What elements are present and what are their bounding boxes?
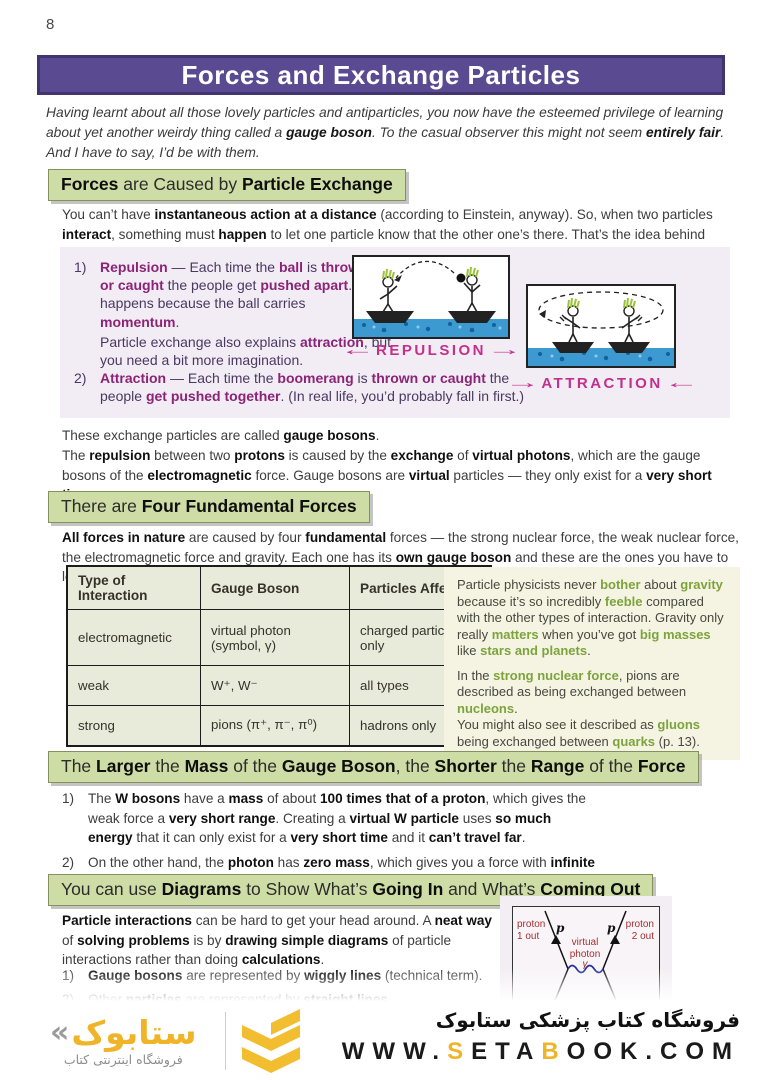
section-heading-forces-exchange: Forces are Caused by Particle Exchange — [48, 169, 406, 201]
list-item-number: 1) — [74, 259, 87, 275]
list-item-number: 2) — [62, 855, 75, 871]
arrow-right-icon: → — [486, 340, 523, 359]
list-item-text: On the other hand, the photon has zero m… — [88, 855, 595, 890]
table-header-cell: Type of Interaction — [66, 565, 201, 610]
table-header-cell: Gauge Boson — [200, 565, 350, 610]
table-row: electromagnetic virtual photon (symbol, … — [66, 609, 492, 666]
attraction-cartoon-image — [526, 284, 676, 368]
diagram-label: virtual — [572, 937, 599, 948]
table-cell: electromagnetic — [66, 609, 201, 666]
table-row: strong pions (π⁺, π⁻, π⁰) hadrons only — [66, 705, 492, 746]
repulsion-label: ← REPULSION → — [339, 340, 523, 359]
footer: « ستابوک فروشگاه اینترنتی کتاب فروشگاه ک… — [0, 1003, 764, 1080]
list-item-repulsion: 1) Repulsion — Each time the ball is thr… — [74, 258, 376, 331]
list-item-number: 1) — [62, 968, 75, 983]
attraction-figure — [526, 284, 676, 373]
diagram-label: p — [607, 921, 616, 935]
chapter-banner: Forces and Exchange Particles — [37, 55, 725, 95]
exchange-examples-box: 1) Repulsion — Each time the ball is thr… — [60, 247, 730, 418]
side-note-paragraph: Particle physicists never bother about g… — [457, 577, 724, 658]
table-cell: W⁺, W⁻ — [200, 665, 350, 706]
body-paragraph: These exchange particles are called gaug… — [62, 428, 380, 443]
diagram-label: 2 out — [632, 931, 654, 942]
list-item-text: Attraction — Each time the boomerang is … — [100, 370, 525, 405]
mass-range-list: 1) The W bosons have a mass of about 100… — [62, 789, 622, 893]
list-item-attraction: 2) Attraction — Each time the boomerang … — [74, 369, 542, 405]
repulsion-cartoon-image — [352, 255, 510, 339]
logo-tagline: فروشگاه اینترنتی کتاب — [63, 1052, 183, 1068]
intro-paragraph: Having learnt about all those lovely par… — [46, 105, 725, 161]
list-item-text: Repulsion — Each time the ball is thrown… — [100, 259, 368, 330]
guillemet-icon: « — [50, 1015, 70, 1051]
page-number: 8 — [46, 16, 55, 33]
diagram-label: proton — [517, 919, 545, 930]
list-item: 1) Gauge bosons are represented by wiggl… — [62, 966, 532, 986]
logo-wordmark: « ستابوک — [50, 1012, 197, 1052]
diagram-label: γ — [583, 959, 589, 970]
table-row: weak W⁺, W⁻ all types — [66, 665, 492, 706]
table-cell: virtual photon (symbol, γ) — [200, 609, 350, 666]
diagram-label: photon — [570, 949, 601, 960]
store-title: فروشگاه کتاب پزشکی ستابوک — [435, 1008, 740, 1032]
gravity-side-note: Particle physicists never bother about g… — [444, 567, 740, 760]
chevron-emblem-icon — [241, 1009, 300, 1073]
diagram-label: p — [556, 921, 565, 935]
website-url: WWW.SETABOOK.COM — [341, 1038, 740, 1065]
section-heading-fundamental-forces: There are Four Fundamental Forces — [48, 491, 370, 523]
list-item-text: The W bosons have a mass of about 100 ti… — [88, 791, 586, 846]
forces-table: Type of Interaction Gauge Boson Particle… — [66, 565, 492, 747]
logo-wordmark-text: ستابوک — [71, 1012, 197, 1052]
side-note-paragraph: In the strong nuclear force, pions are d… — [457, 667, 687, 716]
list-item: 2) On the other hand, the photon has zer… — [62, 853, 622, 892]
list-item: 1) The W bosons have a mass of about 100… — [62, 789, 602, 848]
arrow-left-icon: ← — [339, 340, 376, 359]
page-title: Forces and Exchange Particles — [181, 59, 581, 90]
list-item-number: 2) — [74, 370, 87, 386]
list-item-text: Gauge bosons are represented by wiggly l… — [88, 968, 483, 983]
list-item-number: 1) — [62, 791, 75, 806]
body-paragraph: Particle interactions can be hard to get… — [62, 913, 492, 968]
diagram-label: 1 out — [517, 931, 539, 942]
side-note-paragraph: You might also see it described as gluon… — [457, 717, 701, 749]
setabook-logo: « ستابوک فروشگاه اینترنتی کتاب — [50, 1007, 302, 1075]
table-cell: pions (π⁺, π⁻, π⁰) — [200, 705, 350, 746]
body-paragraph: All forces in nature are caused by four … — [62, 530, 739, 584]
feynman-diagram-panel: proton 1 out p virtual photon γ p proton… — [500, 896, 672, 1003]
logo-divider — [224, 1012, 226, 1070]
table-cell: weak — [66, 665, 201, 706]
arrow-right-icon: → — [504, 373, 541, 392]
arrow-left-icon: ← — [663, 373, 700, 392]
feynman-diagram: proton 1 out p virtual photon γ p proton… — [512, 906, 660, 1003]
table-cell: strong — [66, 705, 201, 746]
diagram-label: proton — [626, 919, 654, 930]
section-heading-mass-range: The Larger the Mass of the Gauge Boson, … — [48, 751, 699, 783]
repulsion-figure — [352, 255, 510, 344]
attraction-label: → ATTRACTION ← — [504, 373, 700, 392]
feynman-diagram-image: proton 1 out p virtual photon γ p proton… — [517, 910, 654, 1002]
table-header-row: Type of Interaction Gauge Boson Particle… — [66, 565, 492, 610]
